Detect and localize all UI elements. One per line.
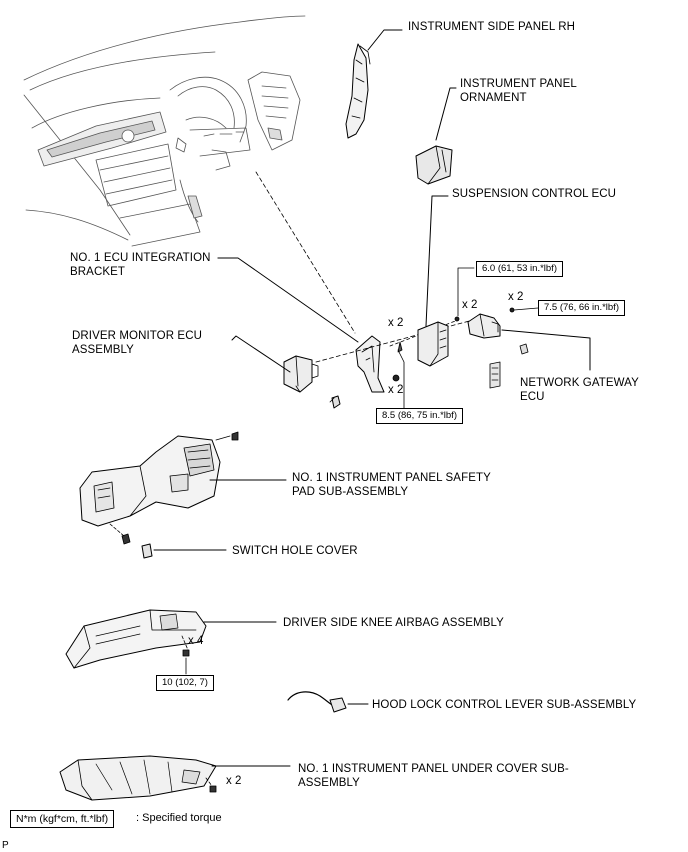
torque-box-8-5: 8.5 (86, 75 in.*lbf) bbox=[376, 408, 463, 424]
label-network-gateway-line2: ECU bbox=[520, 391, 545, 403]
switch-hole-cover-part bbox=[141, 543, 153, 559]
torque-8-5-leader bbox=[397, 349, 405, 409]
label-under-cover-line1: NO. 1 INSTRUMENT PANEL UNDER COVER SUB- bbox=[298, 763, 569, 775]
quantity-under-cover-screws: x 2 bbox=[226, 775, 242, 787]
knee-airbag-bolts bbox=[181, 635, 190, 657]
label-ecu-bracket-line2: BRACKET bbox=[70, 266, 126, 278]
fasteners-top bbox=[392, 307, 515, 382]
torque-box-7-5: 7.5 (76, 66 in.*lbf) bbox=[538, 300, 625, 316]
label-under-cover-line2: ASSEMBLY bbox=[298, 777, 360, 789]
quantity-suspension-ecu-bolts: x 2 bbox=[462, 299, 478, 311]
quantity-bracket-nuts: x 2 bbox=[388, 384, 404, 396]
connector-parts bbox=[489, 343, 529, 389]
bracket-leader bbox=[217, 257, 359, 343]
label-knee-airbag: DRIVER SIDE KNEE AIRBAG ASSEMBLY bbox=[283, 617, 504, 629]
instrument-side-panel-rh-part bbox=[345, 43, 371, 139]
knee-airbag-part bbox=[65, 609, 207, 669]
quantity-knee-airbag-bolts: x 4 bbox=[188, 635, 204, 647]
dashboard-leader-dashed bbox=[255, 171, 356, 334]
safety-pad-screws bbox=[109, 431, 239, 545]
torque-6-0-leader bbox=[457, 267, 475, 317]
quantity-network-gateway-bolts: x 2 bbox=[508, 291, 524, 303]
suspension-ecu-leader bbox=[425, 195, 449, 327]
label-switch-hole-cover: SWITCH HOLE COVER bbox=[232, 545, 358, 557]
label-suspension-control-ecu: SUSPENSION CONTROL ECU bbox=[452, 188, 617, 200]
label-instrument-panel-ornament-line2: ORNAMENT bbox=[460, 92, 527, 104]
label-safety-pad-line1: NO. 1 INSTRUMENT PANEL SAFETY bbox=[292, 472, 491, 484]
hood-lock-lever-part bbox=[287, 691, 347, 713]
label-ecu-bracket-line1: NO. 1 ECU INTEGRATION bbox=[70, 252, 211, 264]
label-safety-pad-line2: PAD SUB-ASSEMBLY bbox=[292, 486, 409, 498]
torque-7-5-leader bbox=[513, 307, 539, 311]
torque-box-10: 10 (102, 7) bbox=[156, 675, 214, 691]
dashboard-overview bbox=[23, 15, 306, 247]
under-cover-bolt bbox=[205, 777, 217, 793]
label-network-gateway-line1: NETWORK GATEWAY bbox=[520, 377, 639, 389]
ecu-integration-bracket-part bbox=[355, 335, 385, 393]
quantity-bracket-bolts: x 2 bbox=[388, 317, 404, 329]
safety-pad-part bbox=[79, 435, 231, 527]
bracket-to-network-dashed bbox=[315, 315, 489, 363]
label-driver-monitor-line2: ASSEMBLY bbox=[72, 344, 134, 356]
label-hood-lock: HOOD LOCK CONTROL LEVER SUB-ASSEMBLY bbox=[372, 699, 637, 711]
clip-part-1 bbox=[329, 395, 341, 409]
suspension-control-ecu-part bbox=[417, 321, 449, 367]
label-driver-monitor-line1: DRIVER MONITOR ECU bbox=[72, 330, 203, 342]
legend-unit-box: N*m (kgf*cm, ft.*lbf) bbox=[10, 810, 115, 828]
side-panel-leader bbox=[367, 29, 403, 51]
under-cover-part bbox=[59, 755, 217, 801]
driver-monitor-ecu-part bbox=[283, 355, 319, 393]
driver-monitor-leader bbox=[231, 335, 291, 373]
ornament-leader bbox=[435, 87, 457, 141]
legend-text: : Specified torque bbox=[136, 812, 222, 824]
instrument-panel-ornament-part bbox=[415, 145, 453, 185]
network-gateway-leader bbox=[501, 329, 591, 371]
label-instrument-side-panel-rh: INSTRUMENT SIDE PANEL RH bbox=[408, 21, 576, 33]
network-gateway-ecu-part bbox=[467, 313, 501, 339]
label-instrument-panel-ornament-line1: INSTRUMENT PANEL bbox=[460, 78, 577, 90]
corner-mark: P bbox=[2, 840, 9, 851]
torque-box-6-0: 6.0 (61, 53 in.*lbf) bbox=[476, 261, 563, 277]
